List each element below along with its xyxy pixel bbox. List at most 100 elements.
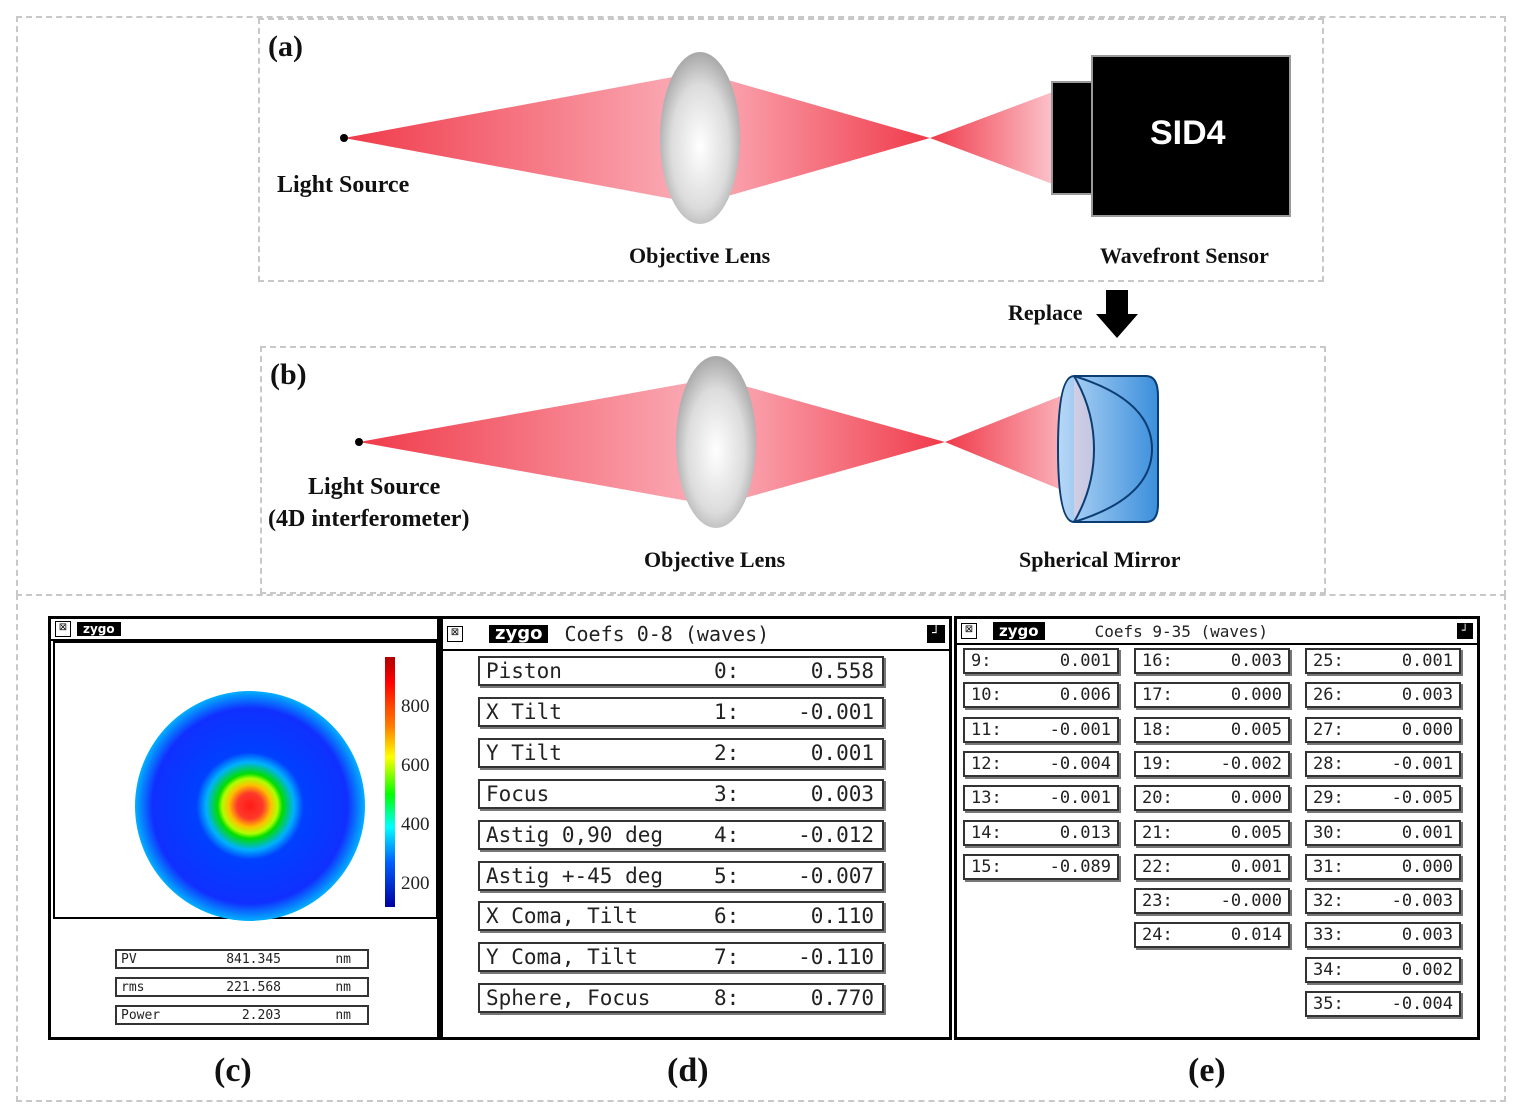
coef-index: 28:	[1313, 753, 1344, 774]
coef-value: 0.558	[810, 659, 874, 683]
stat-unit: nm	[335, 1007, 351, 1023]
coef-cell: 16: 0.003	[1134, 648, 1290, 674]
coef-value: -0.003	[1391, 891, 1453, 912]
coef-value: 0.014	[1230, 925, 1282, 946]
coef-cell: 24: 0.014	[1134, 922, 1290, 949]
coef-cell: 9: 0.001	[963, 648, 1119, 674]
coef-value: -0.089	[1049, 856, 1111, 877]
coef-name: Piston	[486, 659, 562, 683]
coef-cell: 29:-0.005	[1305, 785, 1461, 812]
coef-cell: 26:0.003	[1305, 682, 1461, 709]
coef-index: 9:	[971, 651, 992, 671]
stat-power: Power 2.203 nm	[115, 1005, 369, 1025]
beam-b-converge	[716, 378, 945, 506]
coef-index: 34:	[1313, 959, 1344, 980]
coef-value: 0.001	[1230, 856, 1282, 877]
coef-index: 13:	[971, 788, 1002, 809]
colorbar-ticks: 800 600 400 200	[401, 677, 430, 913]
coef-value: -0.012	[798, 822, 874, 847]
caption-d: (d)	[667, 1052, 709, 1089]
replace-arrow-icon	[1096, 290, 1138, 338]
coef-value: 0.000	[1230, 788, 1282, 809]
coef-index: 8:	[714, 986, 740, 1011]
coef-value: -0.007	[798, 863, 874, 888]
zygo-logo: zygo	[993, 622, 1045, 640]
interferometer-label: (4D interferometer)	[268, 506, 470, 532]
coef-index: 7:	[714, 945, 740, 970]
coef-index: 22:	[1142, 856, 1173, 877]
zygo-logo: zygo	[489, 625, 549, 643]
panel-a-label: (a)	[268, 30, 303, 63]
surface-map-area: 800 600 400 200	[53, 641, 438, 921]
resize-icon[interactable]: ┘	[1457, 623, 1473, 639]
window-d-titlebar: ⊠ zygo Coefs 0-8 (waves) ┘	[443, 619, 949, 651]
stat-label: Power	[121, 1007, 161, 1023]
coef-cell: 31:0.000	[1305, 853, 1461, 880]
coef-value: 0.001	[1401, 651, 1453, 671]
window-title: Coefs 0-8 (waves)	[564, 622, 770, 646]
coef-index: 12:	[971, 753, 1002, 774]
optics-diagram	[340, 52, 1291, 528]
close-icon[interactable]: ⊠	[961, 623, 977, 639]
coef-name: Astig 0,90 deg	[486, 822, 664, 847]
caption-e: (e)	[1188, 1052, 1226, 1089]
coef-value: 0.003	[1401, 925, 1453, 946]
colorbar-tick: 800	[401, 696, 430, 717]
coef-index: 23:	[1142, 891, 1173, 912]
beam-a-source	[344, 72, 700, 204]
stat-label: PV	[121, 951, 137, 967]
coef-cell: 21:0.005	[1134, 819, 1290, 846]
coef-value: -0.001	[1049, 719, 1111, 740]
coef-value: 0.003	[1230, 651, 1282, 671]
stat-value: 221.568	[226, 979, 281, 995]
sensor-aperture	[1051, 81, 1093, 195]
coef-value: 0.770	[810, 986, 874, 1011]
coef-index: 19:	[1142, 753, 1173, 774]
close-icon[interactable]: ⊠	[447, 626, 463, 642]
coef-index: 17:	[1142, 685, 1173, 706]
spherical-mirror-label: Spherical Mirror	[1019, 547, 1181, 572]
coef-cell: 35:-0.004	[1305, 991, 1461, 1017]
coef-cell: 12: -0.004	[963, 750, 1119, 777]
coef-cell: 34: 0.002	[1305, 956, 1461, 983]
coef-cell: 27: 0.000	[1305, 716, 1461, 743]
coef-index: 29:	[1313, 788, 1344, 809]
coef-value: 0.001	[1059, 651, 1111, 671]
panel-a-frame	[258, 18, 1324, 282]
resize-icon[interactable]: ┘	[927, 625, 945, 643]
coef-index: 20:	[1142, 788, 1173, 809]
coef-cell: 11:-0.001	[963, 716, 1119, 743]
coef-value: 0.000	[1401, 719, 1453, 740]
coef-name: Y Tilt	[486, 740, 562, 765]
coef-cell: 28: -0.001	[1305, 750, 1461, 777]
coef-index: 33:	[1313, 925, 1344, 946]
coef-value: -0.001	[1391, 753, 1453, 774]
coef-index: 0:	[714, 659, 740, 683]
caption-c: (c)	[214, 1052, 252, 1089]
coef-index: 2:	[714, 740, 740, 765]
close-icon[interactable]: ⊠	[55, 621, 71, 637]
wavefront-sensor-label: Wavefront Sensor	[1100, 243, 1269, 268]
coef-index: 24:	[1142, 925, 1173, 946]
coef-cell: 30:0.001	[1305, 819, 1461, 846]
zygo-window-map: ⊠ zygo 800 600 400 200 PV 841.345 nm rms…	[48, 616, 440, 1040]
coef-value: 0.002	[1401, 959, 1453, 980]
coef-index: 3:	[714, 781, 740, 806]
objective-lens-label-b: Objective Lens	[644, 547, 786, 572]
coef-value: 0.000	[1401, 856, 1453, 877]
coef-value: -0.002	[1220, 753, 1282, 774]
coef-value: 0.110	[810, 904, 874, 929]
stat-value: 2.203	[241, 1007, 281, 1023]
window-e-titlebar: ⊠ zygo Coefs 9-35 (waves) ┘	[957, 619, 1477, 645]
coef-value: 0.003	[1401, 685, 1453, 706]
window-c-titlebar: ⊠ zygo	[51, 619, 437, 641]
coef-value: -0.004	[1049, 753, 1111, 774]
coef-index: 27:	[1313, 719, 1344, 740]
coef-value: -0.000	[1220, 891, 1282, 912]
stat-value: 841.345	[226, 951, 281, 967]
coef-index: 16:	[1142, 651, 1173, 671]
